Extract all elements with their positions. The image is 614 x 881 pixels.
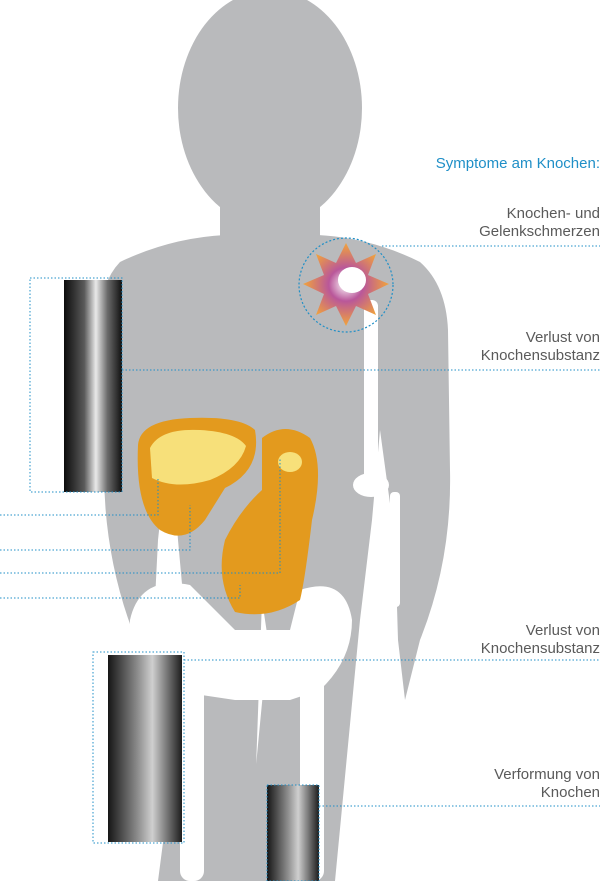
label-bone-loss-arm: Verlust von Knochensubstanz xyxy=(481,329,600,365)
label-bone-deformity: Verformung von Knochen xyxy=(494,766,600,802)
xray-femur-upper xyxy=(108,655,182,842)
label-line: Gelenkschmerzen xyxy=(479,223,600,241)
label-line: Knochen- und xyxy=(479,205,600,223)
xray-arm xyxy=(64,280,122,492)
label-line: Verlust von xyxy=(481,622,600,640)
label-line: Verformung von xyxy=(494,766,600,784)
label-bone-loss-femur: Verlust von Knochensubstanz xyxy=(481,622,600,658)
symptoms-heading: Symptome am Knochen: xyxy=(436,155,600,172)
label-line: Knochensubstanz xyxy=(481,347,600,365)
label-line: Knochensubstanz xyxy=(481,640,600,658)
label-bone-joint-pain: Knochen- und Gelenkschmerzen xyxy=(479,205,600,241)
xray-femur-lower xyxy=(267,785,319,881)
label-line: Knochen xyxy=(494,784,600,802)
label-line: Verlust von xyxy=(481,329,600,347)
